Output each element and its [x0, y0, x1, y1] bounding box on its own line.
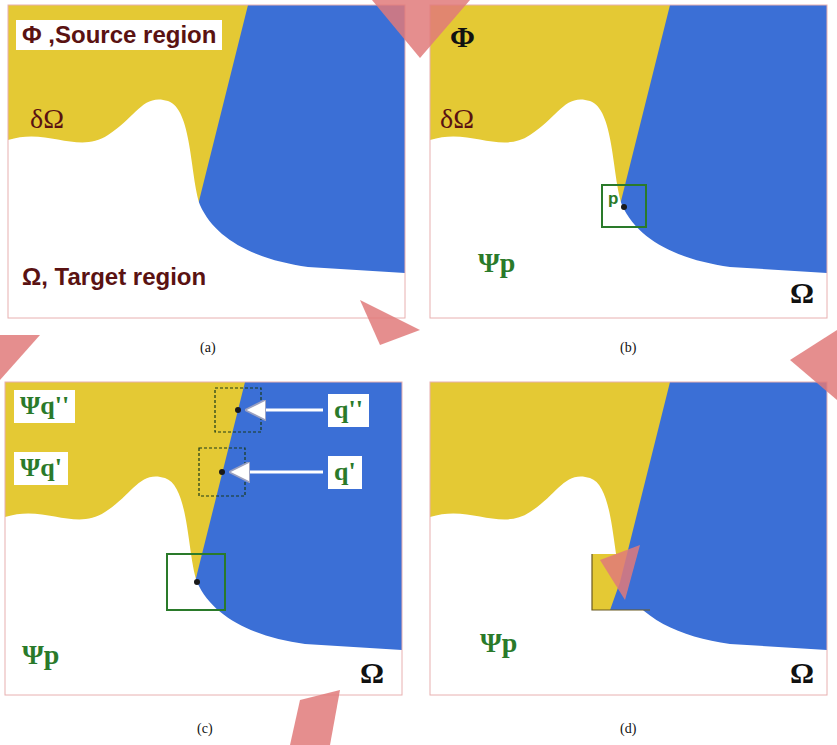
- region-label: Φ ,Source region: [16, 20, 222, 50]
- panel-caption: (c): [197, 721, 213, 736]
- panel-d: [430, 382, 827, 695]
- patch-label: Ψp: [478, 248, 515, 279]
- panel-a: [8, 5, 405, 318]
- boundary-label: δΩ: [30, 104, 64, 135]
- panel-c: [5, 382, 402, 695]
- patch-label: Ψq'': [14, 390, 75, 423]
- region-label: Ω: [360, 656, 384, 689]
- region-label: Φ: [450, 20, 475, 53]
- patch-label: Ψq': [14, 452, 68, 485]
- panel-caption: (b): [620, 340, 636, 355]
- panel-caption: (a): [200, 340, 216, 355]
- region-label: Ω, Target region: [16, 262, 212, 292]
- point-label: p: [608, 190, 618, 209]
- patch-label: Ψp: [22, 640, 59, 671]
- region-label: Ω: [790, 276, 814, 309]
- panel-caption: (d): [620, 721, 636, 736]
- patch-label: Ψp: [480, 628, 517, 659]
- point-label: q'': [328, 394, 369, 427]
- panel-b: [430, 5, 827, 318]
- point-label: q': [328, 456, 362, 489]
- boundary-label: δΩ: [440, 104, 474, 135]
- region-label: Ω: [790, 656, 814, 689]
